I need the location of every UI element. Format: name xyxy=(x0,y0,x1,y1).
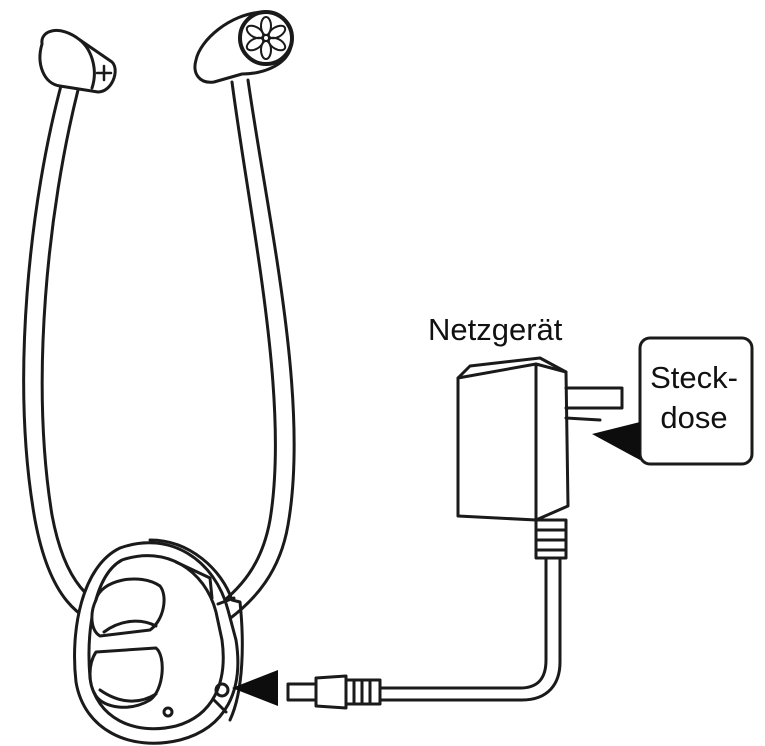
plus-icon xyxy=(95,64,113,82)
power-adapter-label: Netzgerät xyxy=(428,312,563,347)
wall-socket-box xyxy=(638,336,754,466)
power-cable xyxy=(286,518,568,710)
receiver-unit xyxy=(73,538,244,745)
power-adapter xyxy=(456,356,624,522)
arrow-left-icon xyxy=(592,422,640,460)
wall-socket-label-line1: Steck- xyxy=(650,360,738,395)
power-prong xyxy=(564,386,624,410)
arrow-left-icon xyxy=(232,670,278,706)
left-tube xyxy=(22,80,112,630)
flower-icon xyxy=(245,16,287,60)
wall-socket-label: Steck- dose xyxy=(640,358,748,438)
stethoscope-headset xyxy=(22,10,296,745)
wall-socket-label-line2: dose xyxy=(660,400,728,435)
left-earpiece xyxy=(38,29,117,94)
volume-down-button xyxy=(88,646,164,709)
right-tube xyxy=(210,80,277,612)
volume-up-button xyxy=(90,577,166,638)
right-earpiece xyxy=(193,10,294,84)
